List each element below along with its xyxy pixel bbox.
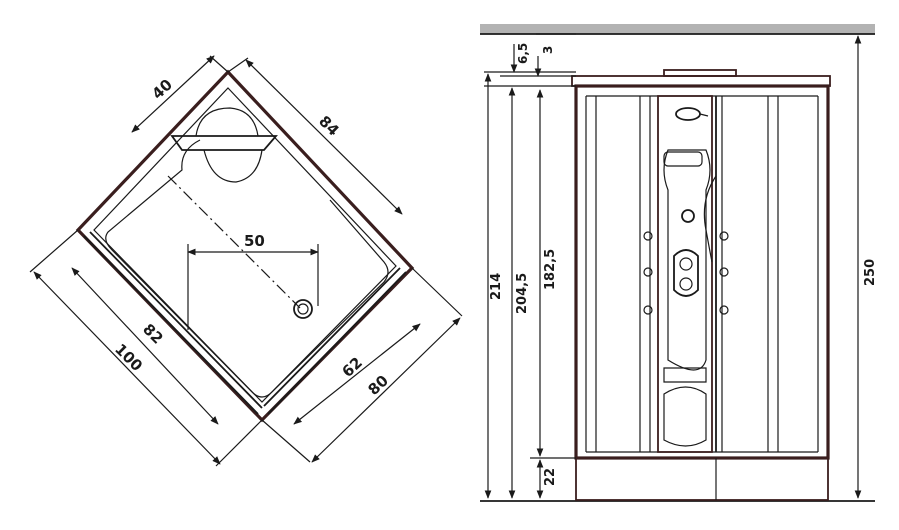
elevation-seat: [663, 367, 707, 447]
column-inner: [663, 149, 711, 371]
jets-icon: [643, 231, 729, 315]
shower-hose: [703, 175, 717, 263]
control-panel-icon: [663, 151, 703, 297]
ceiling: [480, 24, 875, 34]
shower-column: [657, 95, 713, 453]
dim-outer-right: 80: [364, 372, 392, 399]
seat: [170, 135, 278, 151]
roof-vent: [663, 69, 737, 77]
plan-view: 40 84 50 82 100 62 80: [29, 55, 463, 467]
elevation-dimensions: 6,5 3 214 204,5 182,5 22 250: [484, 33, 878, 499]
dim-cabin-height: 204,5: [515, 273, 530, 314]
dim-seat-depth: 40: [148, 76, 176, 103]
cabin-base: [575, 457, 829, 501]
cabin-frame: [574, 84, 830, 460]
dim-roof-thickness: 3: [541, 46, 555, 54]
drain-icon: [293, 299, 313, 319]
dim-total-height: 214: [489, 273, 504, 300]
dim-inner-right: 62: [338, 354, 366, 381]
dim-outer-left: 100: [111, 340, 146, 375]
dim-roof-gap: 6,5: [516, 43, 530, 64]
dim-door-height: 182,5: [543, 249, 558, 290]
dim-drain-offset: 50: [244, 232, 265, 250]
dim-base-height: 22: [543, 468, 558, 486]
left-panel: [83, 231, 263, 415]
seat-curve: [195, 107, 263, 183]
shower-head-icon: [675, 107, 709, 121]
dim-room-height: 250: [863, 259, 878, 286]
tray-basin: [105, 139, 389, 398]
elevation-view: 6,5 3 214 204,5 182,5 22 250: [480, 24, 878, 502]
dim-side-top: 84: [315, 112, 342, 139]
center-axis: [167, 175, 301, 309]
